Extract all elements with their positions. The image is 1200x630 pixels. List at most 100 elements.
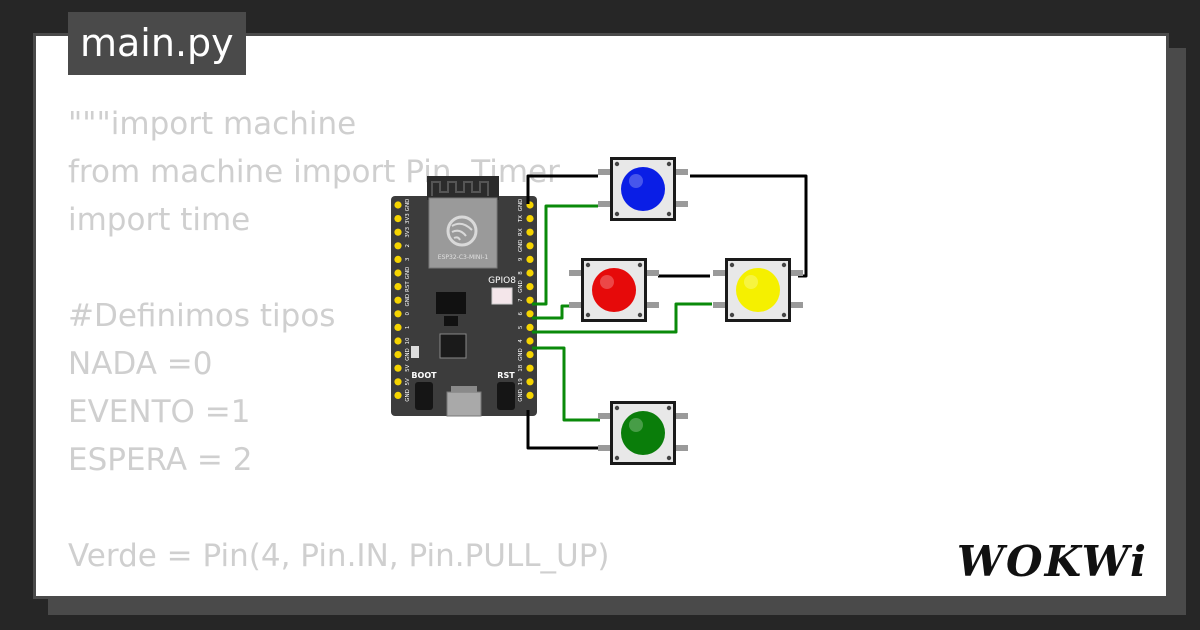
pin-label: GND bbox=[405, 199, 411, 212]
pin-label: 18 bbox=[518, 364, 524, 371]
pin-label: RX bbox=[518, 228, 524, 236]
boot-button[interactable] bbox=[415, 382, 433, 410]
button-screw bbox=[614, 211, 620, 217]
pin-pad[interactable] bbox=[394, 378, 402, 386]
pin-pad[interactable] bbox=[526, 269, 534, 277]
pin-pad[interactable] bbox=[526, 337, 534, 345]
pin-pad[interactable] bbox=[526, 364, 534, 372]
code-line: import time bbox=[68, 202, 251, 238]
code-line: """import machine bbox=[68, 106, 357, 142]
button-highlight bbox=[744, 275, 758, 289]
pin-pad[interactable] bbox=[394, 351, 402, 359]
button-leg bbox=[713, 270, 727, 276]
pin-pad[interactable] bbox=[526, 323, 534, 331]
pin-pad[interactable] bbox=[394, 364, 402, 372]
button-cap bbox=[592, 268, 636, 312]
pin-label: GND bbox=[518, 389, 524, 402]
pin-pad[interactable] bbox=[526, 296, 534, 304]
pin-pad[interactable] bbox=[526, 228, 534, 236]
pin-pad[interactable] bbox=[526, 255, 534, 263]
pin-pad[interactable] bbox=[394, 255, 402, 263]
button-leg bbox=[598, 445, 612, 451]
wire-signal-green bbox=[532, 346, 600, 422]
button-cap bbox=[736, 268, 780, 312]
pin-pad[interactable] bbox=[394, 310, 402, 318]
pin-label: 1 bbox=[405, 326, 411, 330]
pin-pad[interactable] bbox=[394, 337, 402, 345]
button-leg bbox=[674, 445, 688, 451]
pin-label: 0 bbox=[405, 312, 411, 316]
pin-pad[interactable] bbox=[394, 323, 402, 331]
button-leg bbox=[569, 270, 583, 276]
pin-pad[interactable] bbox=[526, 215, 534, 223]
pin-pad[interactable] bbox=[394, 215, 402, 223]
button-screw bbox=[614, 161, 620, 167]
code-preview: """import machine from machine import Pi… bbox=[68, 100, 610, 580]
pin-pad[interactable] bbox=[526, 283, 534, 291]
button-leg bbox=[713, 302, 727, 308]
file-tab[interactable]: main.py bbox=[68, 12, 246, 75]
button-screw bbox=[585, 312, 591, 318]
pin-label: 4 bbox=[518, 339, 524, 343]
pin-pad[interactable] bbox=[394, 283, 402, 291]
antenna-trace bbox=[431, 181, 489, 196]
wire-signal-blue bbox=[532, 204, 598, 306]
button-leg bbox=[674, 169, 688, 175]
code-line: NADA =0 bbox=[68, 346, 213, 382]
pin-label: 9 bbox=[518, 257, 524, 261]
button-screw bbox=[666, 405, 672, 411]
pin-pad[interactable] bbox=[394, 391, 402, 399]
wire-gnd-blue bbox=[526, 174, 598, 204]
pin-label: GND bbox=[518, 199, 524, 212]
button-screw bbox=[614, 455, 620, 461]
regulator bbox=[436, 292, 466, 314]
wokwi-logo: WOKWi bbox=[956, 537, 1148, 586]
button-highlight bbox=[629, 418, 643, 432]
pin-label: 5 bbox=[518, 325, 524, 329]
pin-pad[interactable] bbox=[526, 242, 534, 250]
rst-button[interactable] bbox=[497, 382, 515, 410]
button-screw bbox=[729, 262, 735, 268]
pin-pad[interactable] bbox=[394, 242, 402, 250]
pin-pad[interactable] bbox=[526, 391, 534, 399]
pin-pad[interactable] bbox=[526, 310, 534, 318]
pin-label: GND bbox=[405, 294, 411, 307]
button-screw bbox=[637, 262, 643, 268]
gpio8-label: GPIO8 bbox=[488, 276, 516, 286]
pin-pad[interactable] bbox=[394, 201, 402, 209]
rst-label: RST bbox=[497, 371, 515, 380]
pin-label: GND bbox=[518, 348, 524, 361]
pushbutton-blue[interactable] bbox=[598, 157, 688, 221]
button-highlight bbox=[629, 174, 643, 188]
esp32-c3-board[interactable]: ESP32-C3-MINI-1 GPIO8 BOOT RST GND3V33V3… bbox=[391, 176, 537, 417]
pin-label: 3 bbox=[405, 257, 411, 261]
pin-pad[interactable] bbox=[394, 296, 402, 304]
pin-label: 5V bbox=[405, 364, 411, 371]
button-screw bbox=[666, 211, 672, 217]
boot-label: BOOT bbox=[411, 371, 437, 380]
pushbutton-yellow[interactable] bbox=[713, 258, 803, 322]
pin-label: TX bbox=[518, 215, 524, 223]
pin-pad[interactable] bbox=[394, 269, 402, 277]
code-line: #Definimos tipos bbox=[68, 298, 336, 334]
pushbutton-red[interactable] bbox=[569, 258, 659, 322]
pin-pad[interactable] bbox=[526, 351, 534, 359]
button-highlight bbox=[600, 275, 614, 289]
pin-pad[interactable] bbox=[526, 378, 534, 386]
button-screw bbox=[637, 312, 643, 318]
pin-label: RST bbox=[405, 281, 411, 292]
usb-chip bbox=[439, 333, 467, 359]
pin-pad[interactable] bbox=[394, 228, 402, 236]
pin-label: 19 bbox=[518, 378, 524, 385]
code-line: EVENTO =1 bbox=[68, 394, 251, 430]
button-leg bbox=[569, 302, 583, 308]
button-screw bbox=[781, 312, 787, 318]
wire-signal-yellow bbox=[532, 302, 712, 334]
pushbutton-green[interactable] bbox=[598, 401, 688, 465]
button-leg bbox=[789, 302, 803, 308]
pin-label: GND bbox=[518, 239, 524, 252]
button-leg bbox=[598, 413, 612, 419]
wire-gnd-green bbox=[526, 410, 600, 450]
